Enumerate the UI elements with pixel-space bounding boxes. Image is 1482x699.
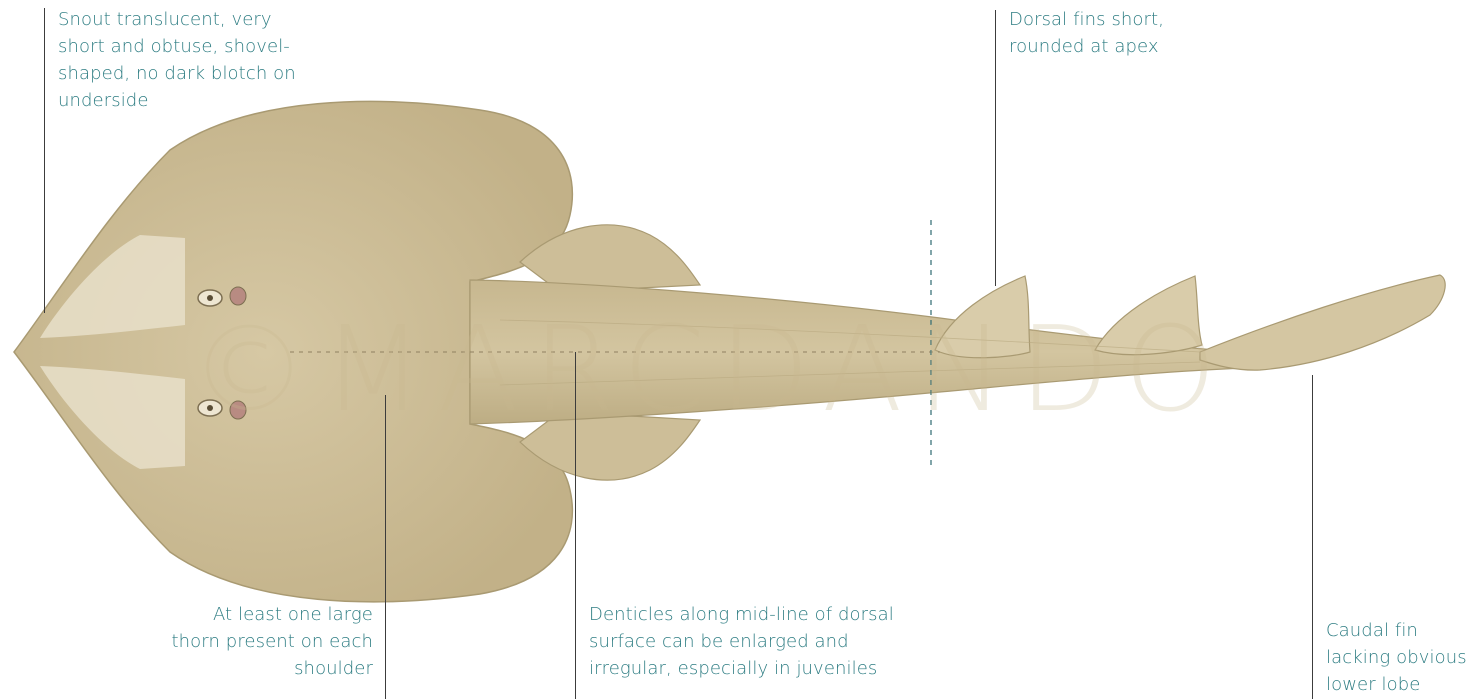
watermark: ©MARCDANDO (190, 300, 1231, 438)
caudal-fin (1200, 275, 1445, 370)
leader-thorn (385, 395, 386, 699)
leader-snout (44, 8, 45, 313)
callout-denticles: Denticles along mid-line of dorsal surfa… (589, 601, 894, 682)
leader-denticles (575, 352, 576, 699)
leader-dorsal (995, 10, 996, 286)
leader-caudal (1312, 375, 1313, 699)
callout-thorn: At least one large thorn present on each… (172, 601, 374, 682)
callout-caudal-fin: Caudal fin lacking obvious lower lobe (1326, 617, 1467, 698)
callout-snout: Snout translucent, very short and obtuse… (58, 6, 296, 114)
callout-dorsal-fins: Dorsal fins short, rounded at apex (1009, 6, 1164, 60)
